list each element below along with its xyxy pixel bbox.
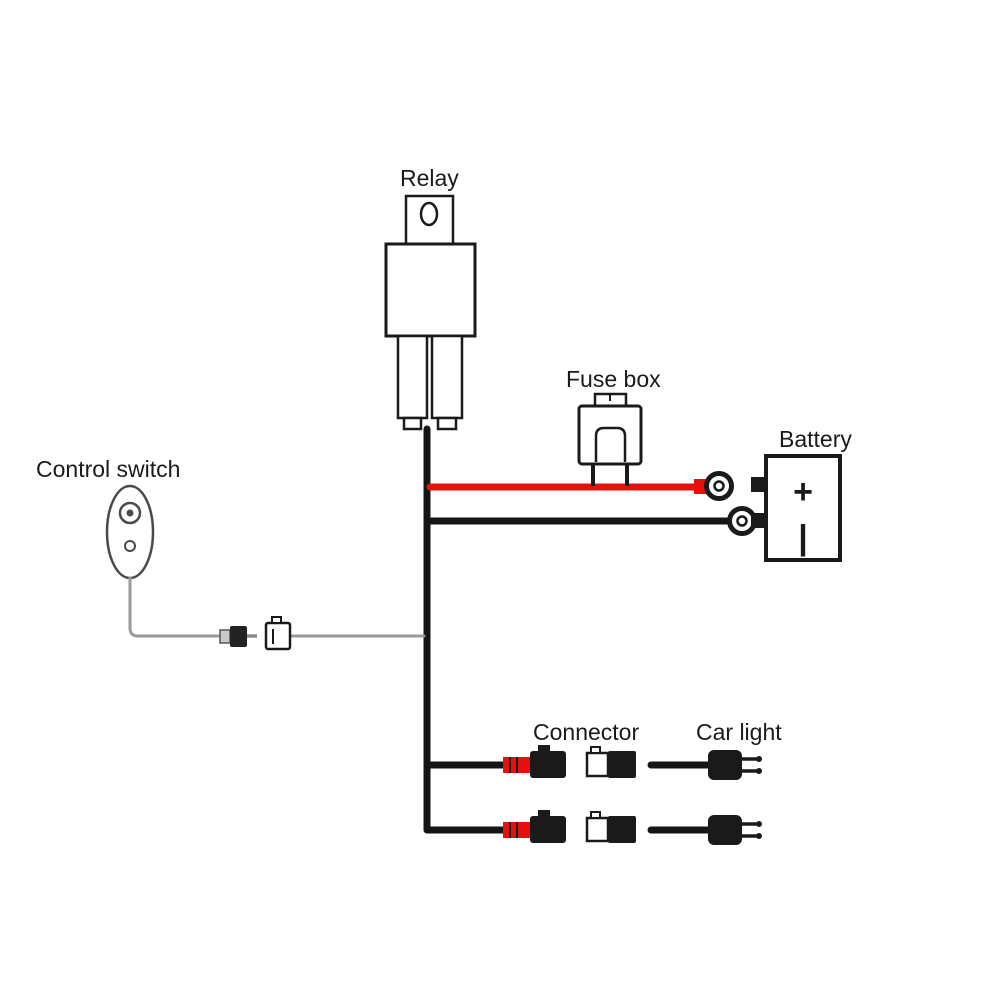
battery-body xyxy=(764,454,842,562)
fuse-window xyxy=(594,426,627,462)
switch-inline-connectors xyxy=(219,616,292,651)
car-light-pin-tip-top xyxy=(756,756,762,762)
connector-plug-housing xyxy=(530,751,566,778)
battery-diagram: + | xyxy=(751,454,842,562)
relay-plug-right-lip xyxy=(436,416,458,431)
connector-socket-tab xyxy=(590,746,601,754)
relay-plug-left xyxy=(396,334,429,420)
connector-label: Connector xyxy=(533,719,639,745)
plug-connector-tab xyxy=(271,616,282,624)
battery-label: Battery xyxy=(779,426,852,452)
main-harness-wire xyxy=(423,425,510,769)
connector-assembly-2 xyxy=(501,808,638,845)
plug-connector-body xyxy=(264,621,292,651)
relay-plug-left-lip xyxy=(402,416,423,431)
control-switch-label: Control switch xyxy=(36,456,180,482)
fuse-box-diagram xyxy=(577,392,643,486)
battery-terminal-positive xyxy=(751,477,766,492)
ring-terminal-negative xyxy=(727,506,757,536)
branch-wire-2 xyxy=(423,761,510,834)
switch-wire-left xyxy=(128,576,222,638)
car-light-pin-tip-bottom xyxy=(756,768,762,774)
car-light-label: Car light xyxy=(696,719,782,745)
black-wires xyxy=(423,425,731,834)
positive-ring-hole xyxy=(713,480,725,492)
relay-plug-right xyxy=(430,334,464,420)
car-light-1 xyxy=(708,750,762,780)
connector-assembly-1 xyxy=(503,745,636,778)
fuse-box-label: Fuse box xyxy=(566,366,661,392)
control-switch-diagram xyxy=(105,484,155,580)
connector-socket-shell xyxy=(585,751,610,778)
connector-socket-body xyxy=(608,751,636,778)
bullet-connector-sleeve xyxy=(219,629,231,644)
connector-plug-latch xyxy=(538,745,550,752)
car-light-socket xyxy=(708,750,742,780)
battery-positive-symbol: + xyxy=(793,473,813,511)
fuse-box-body xyxy=(577,404,643,466)
car-light-2 xyxy=(706,813,764,847)
battery-negative-symbol: | xyxy=(798,519,808,557)
ring-terminal-positive xyxy=(694,471,734,501)
diagram-labels: Relay Fuse box Battery Control switch Co… xyxy=(36,165,852,745)
relay-label: Relay xyxy=(400,165,459,191)
switch-wires xyxy=(128,576,426,638)
relay-diagram xyxy=(384,194,477,431)
negative-ring-hole xyxy=(736,515,748,527)
relay-body xyxy=(384,242,477,338)
switch-led xyxy=(124,540,136,552)
bullet-connector-body xyxy=(230,626,247,647)
relay-mount-hole xyxy=(419,201,439,227)
switch-button-dot xyxy=(126,509,134,517)
switch-body xyxy=(105,484,155,580)
battery-terminal-negative xyxy=(751,513,766,528)
